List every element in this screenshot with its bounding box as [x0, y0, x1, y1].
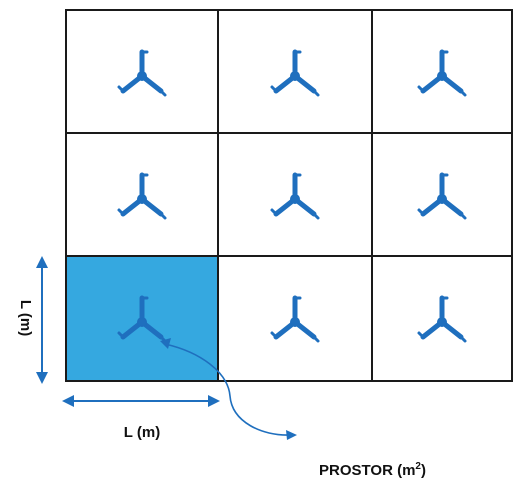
- area-label: PROSTOR (m2): [319, 461, 426, 479]
- fan-icon: [419, 175, 465, 218]
- width-dimension-arrow: [62, 395, 220, 407]
- fan-icon: [272, 298, 318, 341]
- area-pointer-arrow: [160, 338, 297, 440]
- grid-lines: [65, 9, 513, 382]
- fan-icon: [272, 52, 318, 95]
- height-label: L (m): [17, 300, 34, 336]
- height-dimension-arrow: [36, 256, 48, 384]
- fan-icon: [419, 52, 465, 95]
- fan-icon: [272, 175, 318, 218]
- fan-icon: [119, 175, 165, 218]
- fan-icon: [119, 52, 165, 95]
- fan-icon: [419, 298, 465, 341]
- width-label: L (m): [124, 424, 160, 441]
